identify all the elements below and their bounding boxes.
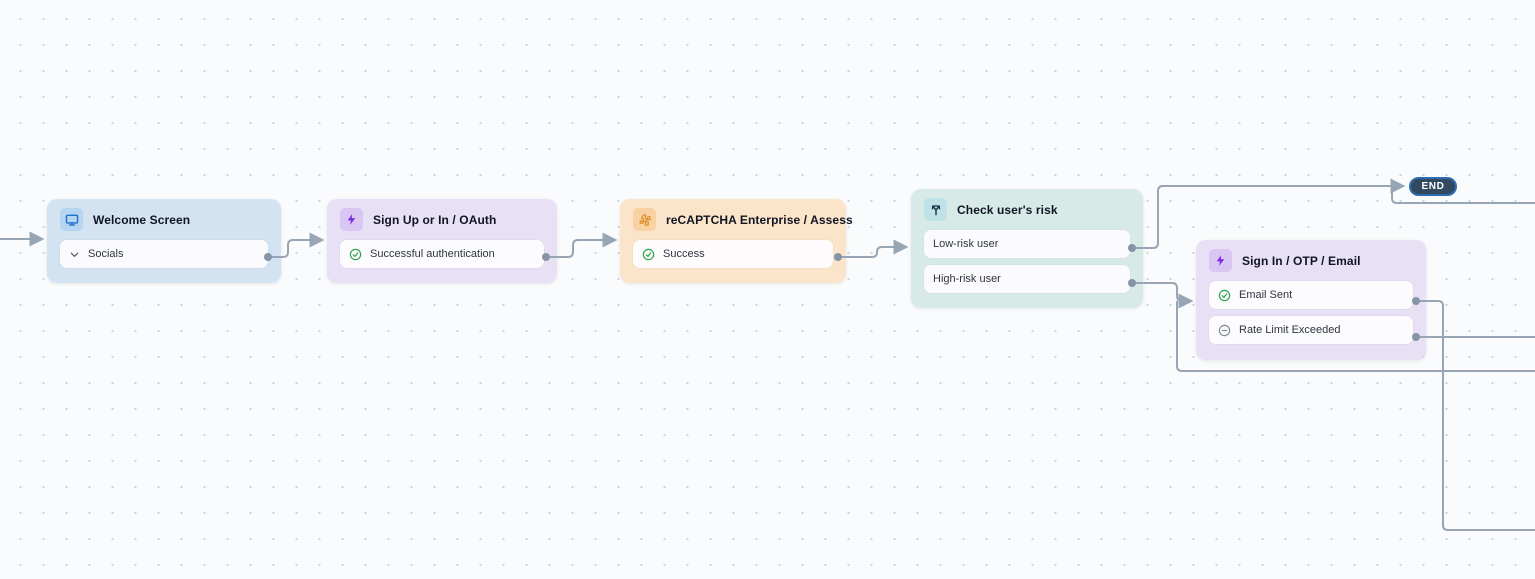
edge-success-to-risk[interactable] <box>838 239 909 258</box>
end-node[interactable]: END <box>1409 177 1457 196</box>
output-row-success[interactable]: Success <box>633 240 833 268</box>
check-circle-icon <box>642 248 655 261</box>
check-circle-icon <box>1218 289 1231 302</box>
output-label: Successful authentication <box>370 248 495 260</box>
node-title: reCAPTCHA Enterprise / Assess <box>666 212 853 227</box>
bolt-icon <box>1209 249 1232 272</box>
node-signup-oauth[interactable]: Sign Up or In / OAuth Successful authent… <box>327 199 557 283</box>
output-row-email-sent[interactable]: Email Sent <box>1209 281 1413 309</box>
output-label: Rate Limit Exceeded <box>1239 324 1341 336</box>
output-row-socials[interactable]: Socials <box>60 240 268 268</box>
bolt-icon <box>340 208 363 231</box>
node-header: Sign In / OTP / Email <box>1209 249 1413 272</box>
node-header: Welcome Screen <box>60 208 268 231</box>
output-label: High-risk user <box>933 273 1001 285</box>
node-recaptcha-assess[interactable]: reCAPTCHA Enterprise / Assess Success <box>620 199 853 283</box>
output-label: Email Sent <box>1239 289 1293 301</box>
output-label: Low-risk user <box>933 238 999 250</box>
output-label: Success <box>663 248 705 260</box>
check-circle-icon <box>349 248 362 261</box>
node-signin-otp-email[interactable]: Sign In / OTP / Email Email Sent Rate Li… <box>1196 240 1426 360</box>
puzzle-icon <box>633 208 656 231</box>
output-row-low-risk[interactable]: Low-risk user <box>924 230 1130 258</box>
output-label: Socials <box>88 248 124 260</box>
output-row-successful-authentication[interactable]: Successful authentication <box>340 240 544 268</box>
monitor-icon <box>60 208 83 231</box>
output-row-rate-limit-exceeded[interactable]: Rate Limit Exceeded <box>1209 316 1413 344</box>
node-header: reCAPTCHA Enterprise / Assess <box>633 208 853 231</box>
node-header: Check user's risk <box>924 198 1130 221</box>
node-title: Welcome Screen <box>93 212 191 227</box>
output-row-high-risk[interactable]: High-risk user <box>924 265 1130 293</box>
node-welcome-screen[interactable]: Welcome Screen Socials <box>47 199 281 283</box>
node-header: Sign Up or In / OAuth <box>340 208 544 231</box>
edge-lowrisk-to-end[interactable] <box>1132 178 1406 249</box>
branch-split-icon <box>924 198 947 221</box>
node-title: Sign In / OTP / Email <box>1242 253 1361 268</box>
end-label: END <box>1421 181 1445 192</box>
minus-circle-icon <box>1218 324 1231 337</box>
chevron-down-icon[interactable] <box>69 249 80 260</box>
node-title: Check user's risk <box>957 202 1058 217</box>
node-check-user-risk[interactable]: Check user's risk Low-risk user High-ris… <box>911 189 1143 308</box>
edge-emailsent-down[interactable] <box>1416 300 1535 531</box>
node-title: Sign Up or In / OAuth <box>373 212 497 227</box>
